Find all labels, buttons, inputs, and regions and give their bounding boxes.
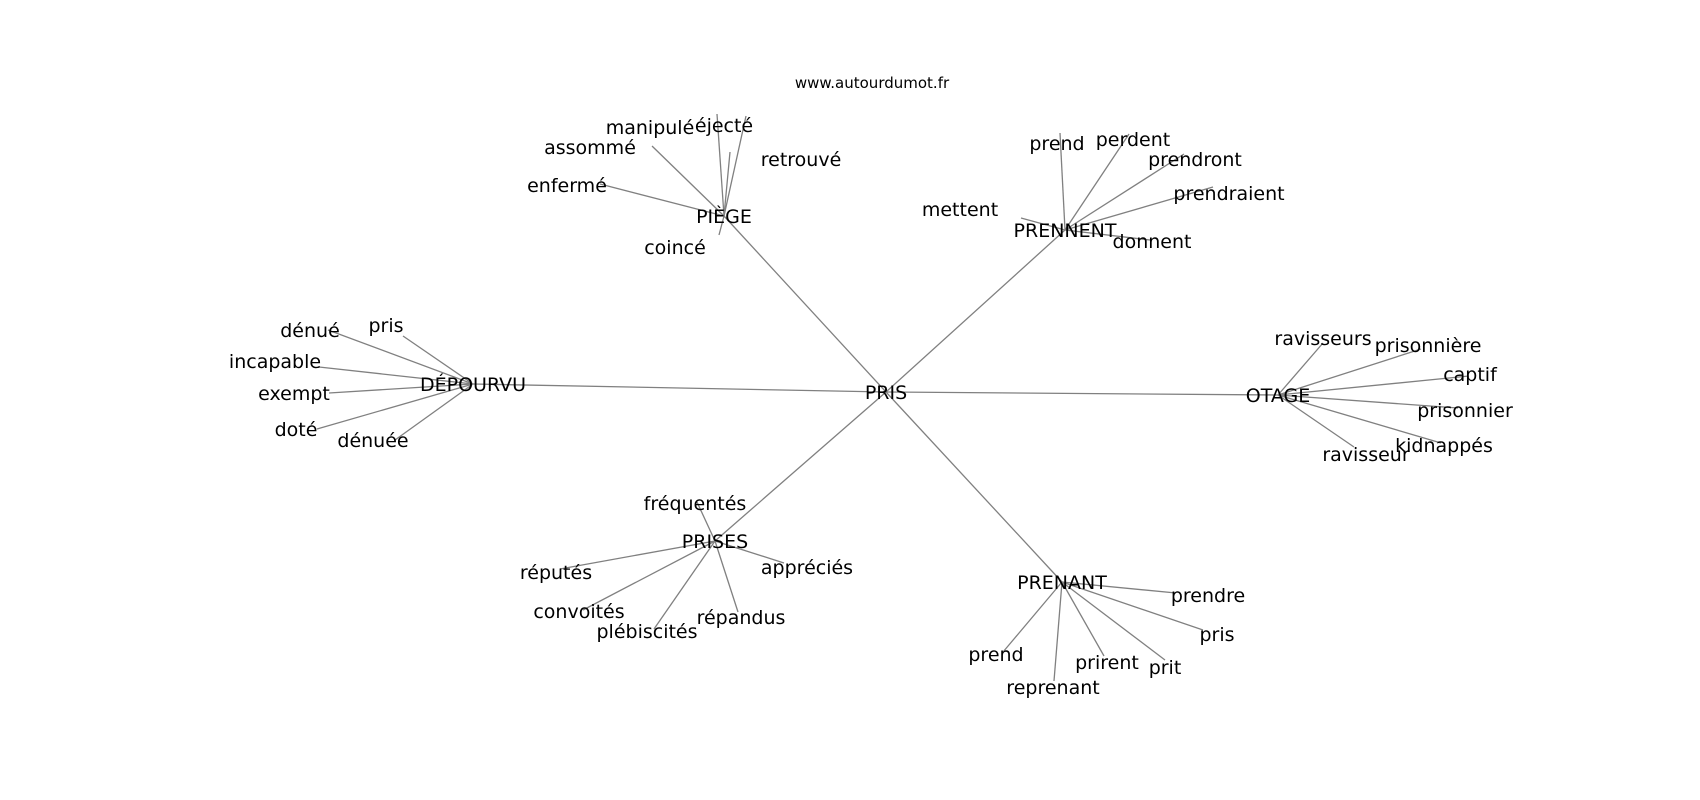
edge-prennent-leaf-1 [1064,133,1130,231]
leaf-node-depourvu-5: dénuée [337,430,408,452]
edge-otage-leaf-4 [1277,394,1442,444]
edge-center-depourvu [472,383,887,393]
leaf-node-prennent-1: perdent [1096,129,1170,151]
edge-piege-leaf-2 [651,145,725,217]
leaf-node-prenant-1: pris [1199,624,1234,646]
leaf-node-prenant-0: prendre [1171,585,1245,607]
leaf-node-depourvu-4: doté [275,419,318,441]
leaf-node-piege-3: retrouvé [761,149,842,171]
edge-prenant-leaf-3 [1061,581,1105,657]
leaf-node-otage-2: captif [1443,364,1498,386]
edge-depourvu-leaf-3 [328,383,474,394]
cluster-node-otage: OTAGE [1246,385,1310,407]
center-node-label: PRIS [865,382,907,404]
leaf-node-prennent-2: prendront [1148,149,1242,171]
leaf-node-prennent-5: donnent [1113,231,1192,253]
edge-prennent-leaf-5 [1064,229,1151,241]
edge-piege-leaf-5 [718,215,725,236]
edge-prenant-leaf-0 [1061,581,1177,594]
leaf-node-prennent-4: mettent [922,199,998,221]
leaf-node-prennent-3: prendraient [1173,183,1284,205]
leaf-node-otage-1: prisonnière [1375,335,1482,357]
leaf-node-otage-0: ravisseurs [1274,328,1371,350]
leaf-node-otage-5: ravisseur [1322,444,1410,466]
leaf-node-prenant-4: prit [1149,657,1182,679]
edge-depourvu-leaf-2 [318,366,474,385]
edge-otage-leaf-2 [1277,375,1470,396]
edge-depourvu-leaf-1 [402,335,474,385]
edge-center-piege [723,215,887,393]
edge-prises-leaf-5 [714,540,739,613]
leaf-node-prises-1: réputés [520,562,592,584]
leaf-node-prenant-5: reprenant [1006,677,1099,699]
edge-prennent-leaf-2 [1064,153,1185,231]
edge-depourvu-leaf-4 [316,383,474,430]
edge-center-prises [714,391,887,542]
leaf-node-prenant-2: prend [968,644,1023,666]
leaf-node-prises-0: fréquentés [644,493,747,515]
leaf-node-depourvu-2: incapable [229,351,321,373]
edge-center-otage [885,391,1279,396]
edge-prenant-leaf-4 [1061,581,1166,661]
leaf-node-otage-4: kidnappés [1395,435,1493,457]
leaf-node-prises-5: répandus [697,607,786,629]
leaf-node-piege-0: manipulé [606,117,695,139]
graph-edges [316,113,1470,682]
edge-prises-leaf-3 [582,540,716,611]
leaf-node-piege-1: éjecté [695,115,753,137]
leaf-node-prises-3: convoités [533,601,624,623]
leaf-node-depourvu-0: dénué [280,320,340,342]
cluster-node-depourvu: DÉPOURVU [420,373,526,396]
leaf-node-depourvu-3: exempt [258,383,330,405]
edge-piege-leaf-0 [716,113,725,217]
edge-prennent-leaf-3 [1064,186,1214,231]
edge-center-prennent [885,229,1066,393]
leaf-node-piege-5: coincé [644,237,706,259]
leaf-node-prises-4: plébiscités [596,621,697,643]
edge-otage-leaf-0 [1277,342,1324,396]
leaf-node-prises-2: appréciés [761,557,853,579]
leaf-node-prenant-3: prirent [1075,652,1139,674]
edge-prises-leaf-1 [559,540,716,570]
edge-prises-leaf-0 [696,501,716,542]
edge-piege-leaf-4 [599,183,725,217]
edge-piege-leaf-3 [723,151,731,217]
edge-prenant-leaf-1 [1061,581,1204,631]
edge-otage-leaf-5 [1277,394,1355,448]
edge-prenant-leaf-2 [1002,581,1063,653]
edge-depourvu-leaf-0 [327,329,474,385]
leaf-node-prennent-0: prend [1029,133,1084,155]
edge-prises-leaf-2 [714,540,785,564]
website-label: www.autourdumot.fr [795,74,950,92]
cluster-node-piege: PIÈGE [696,205,752,228]
cluster-node-prenant: PRENANT [1017,572,1107,594]
leaf-node-depourvu-1: pris [368,315,403,337]
leaf-node-piege-2: assommé [544,137,636,159]
leaf-node-otage-3: prisonnier [1417,400,1513,422]
edge-otage-leaf-1 [1277,348,1422,396]
edge-prennent-leaf-0 [1059,132,1066,231]
edge-depourvu-leaf-5 [394,383,474,441]
cluster-node-prennent: PRENNENT [1014,220,1117,242]
edge-center-prenant [885,391,1063,583]
edge-prises-leaf-4 [653,540,716,630]
leaf-node-piege-4: enfermé [527,175,607,197]
edge-otage-leaf-3 [1277,394,1459,409]
edge-piege-leaf-1 [723,115,747,217]
cluster-node-prises: PRISES [682,531,748,553]
edge-prennent-leaf-4 [1020,217,1066,231]
edge-prenant-leaf-5 [1053,581,1063,682]
